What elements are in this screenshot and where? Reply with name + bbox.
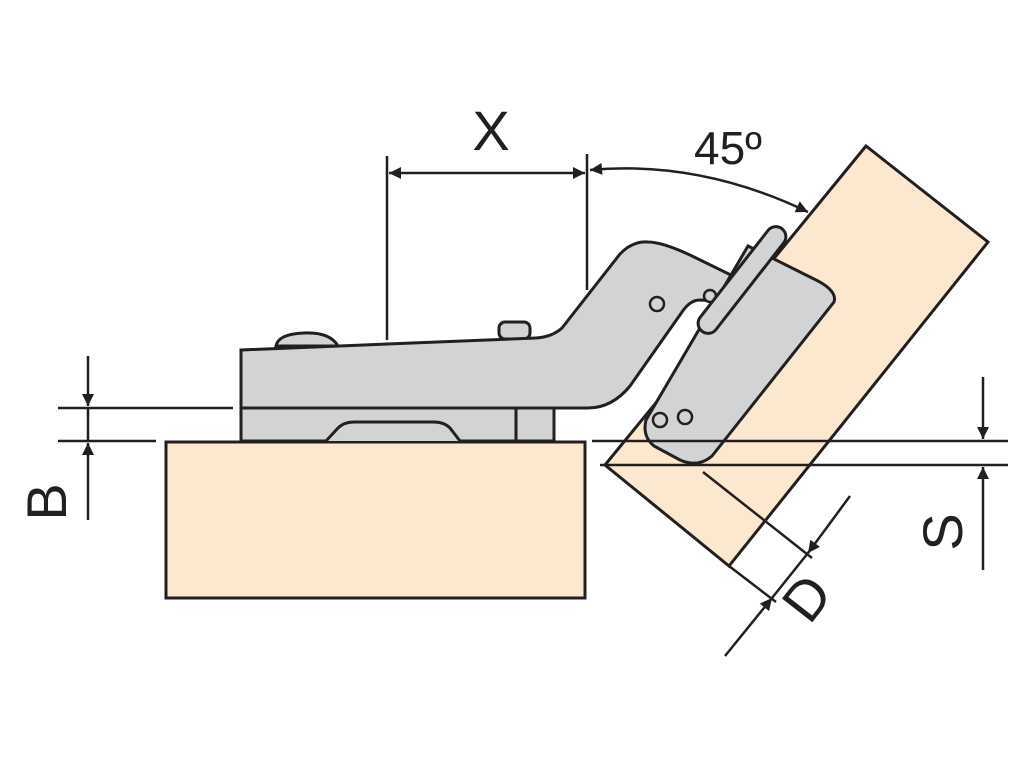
angle-arc <box>589 162 809 214</box>
angle-label: 45º <box>694 122 762 174</box>
b-label: B <box>15 483 78 520</box>
cabinet-panel <box>164 440 587 600</box>
hinge-door-plate <box>643 244 837 465</box>
hinge-screw-right <box>497 320 532 341</box>
d-dimension-connector <box>771 552 809 599</box>
hinge-pin-bar <box>696 225 788 335</box>
d-label: D <box>769 563 844 634</box>
hinge-cup-slot <box>324 420 462 443</box>
d-ref-edge-line <box>728 565 777 603</box>
hinge-plate-rivet <box>676 408 694 426</box>
hinge-screw-left <box>274 331 341 348</box>
hinge-arm <box>239 240 737 410</box>
s-label: S <box>911 513 974 550</box>
d-arrow-lower <box>724 597 773 657</box>
d-extension-line <box>702 471 813 559</box>
x-label: X <box>472 99 509 162</box>
hinge-plate-rivet <box>651 411 669 429</box>
door-panel <box>602 143 991 569</box>
d-arrow-upper <box>806 495 852 554</box>
hinge-arm-rivet <box>648 295 666 313</box>
